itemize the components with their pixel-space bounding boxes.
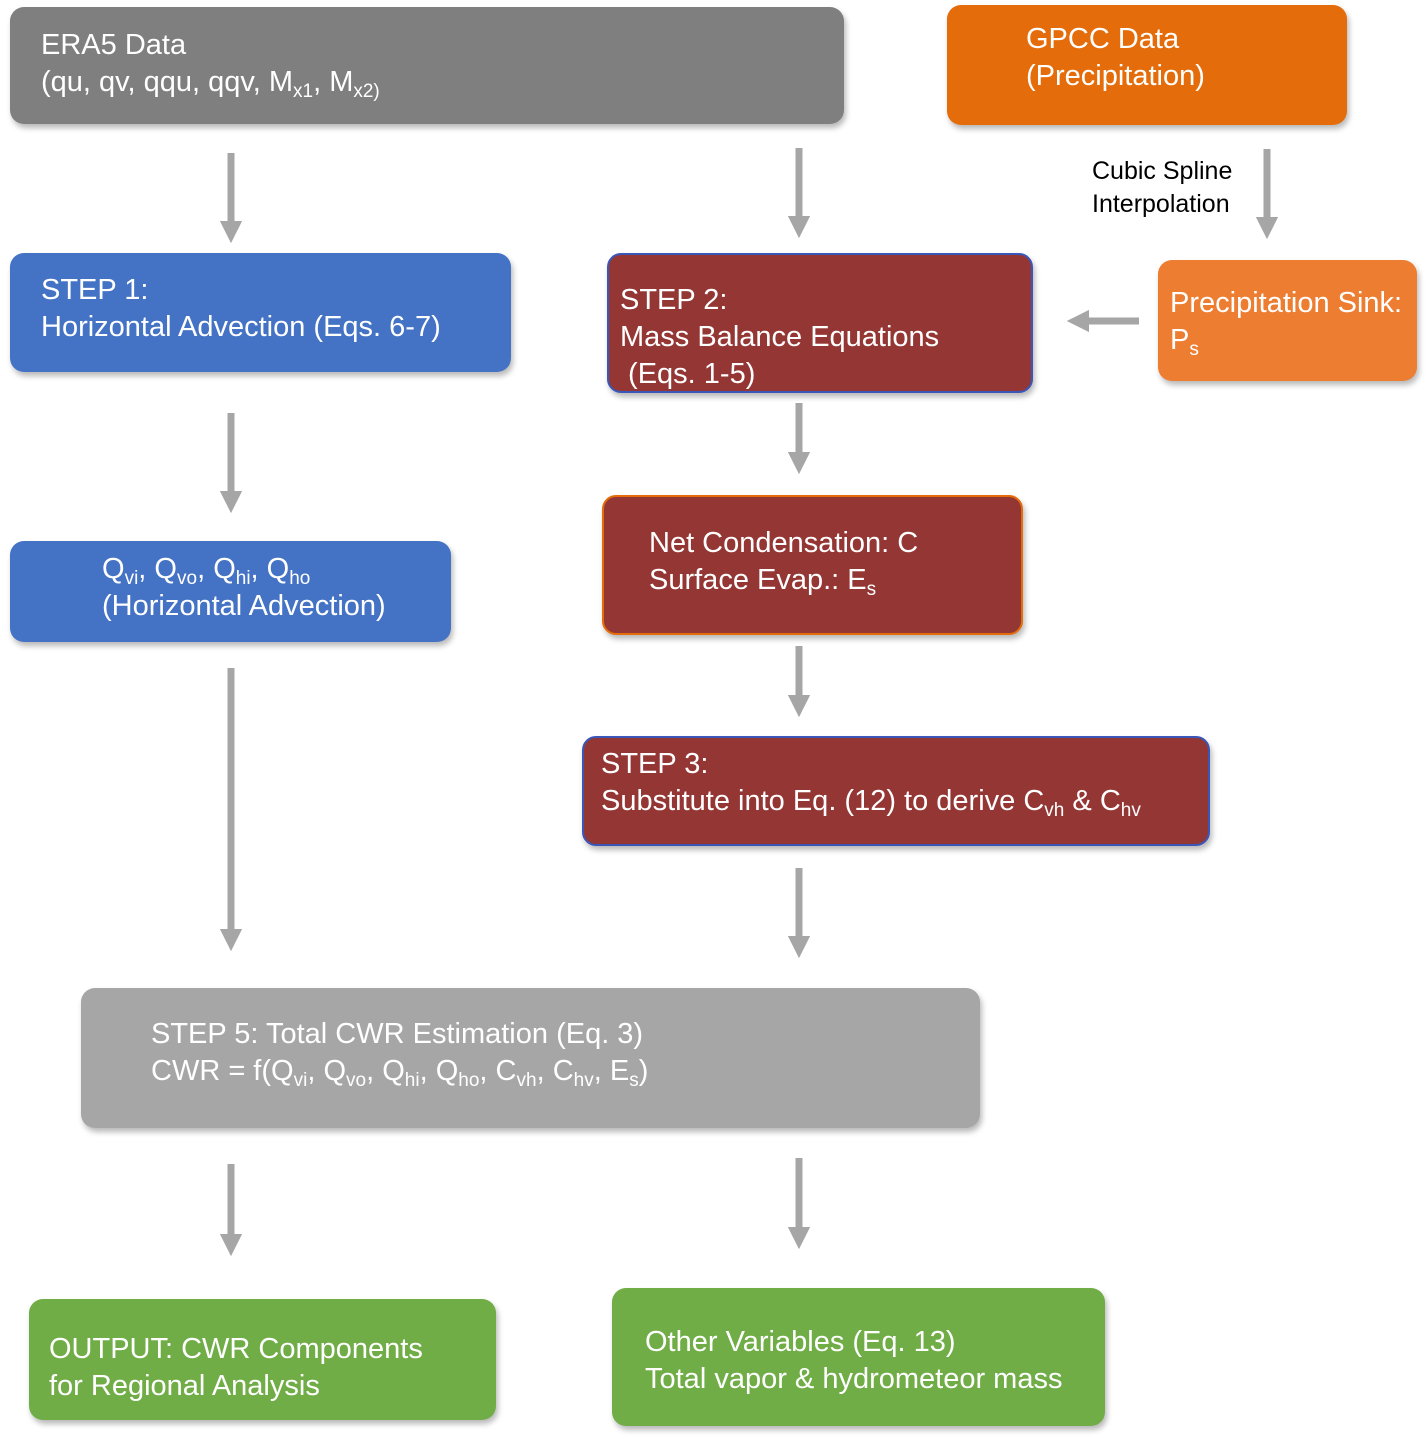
era5-title: ERA5 Data: [41, 29, 187, 61]
step3-text: Substitute into Eq. (12) to derive Cvh &…: [601, 785, 1141, 821]
other-variables-line2: Total vapor & hydrometeor mass: [645, 1363, 1063, 1395]
step1-text: Horizontal Advection (Eqs. 6-7): [41, 311, 441, 343]
condensation-box: Net Condensation: C Surface Evap.: Es: [602, 495, 1023, 635]
gpcc-data-box: GPCC Data (Precipitation): [947, 5, 1347, 125]
advection-terms-symbols: Qvi, Qvo, Qhi, Qho: [102, 553, 311, 589]
step3-box: STEP 3: Substitute into Eq. (12) to deri…: [582, 736, 1210, 846]
step2-box: STEP 2: Mass Balance Equations (Eqs. 1-5…: [607, 253, 1033, 393]
precipitation-sink-title: Precipitation Sink:: [1170, 287, 1403, 319]
advection-terms-caption: (Horizontal Advection): [102, 590, 386, 622]
output-line2: for Regional Analysis: [49, 1370, 320, 1402]
era5-data-box: ERA5 Data (qu, qv, qqu, qqv, Mx1, Mx2): [10, 7, 844, 124]
step2-line2: (Eqs. 1-5): [620, 358, 756, 390]
step5-title: STEP 5: Total CWR Estimation (Eq. 3): [151, 1018, 644, 1050]
precipitation-sink-symbol: Ps: [1170, 324, 1199, 360]
gpcc-title: GPCC Data: [1026, 23, 1180, 55]
step3-title: STEP 3:: [601, 748, 709, 780]
condensation-line2: Surface Evap.: Es: [649, 564, 877, 600]
step5-formula: CWR = f(Qvi, Qvo, Qhi, Qho, Cvh, Chv, Es…: [151, 1055, 649, 1091]
other-variables-box: Other Variables (Eq. 13) Total vapor & h…: [612, 1288, 1105, 1426]
precipitation-sink-box: Precipitation Sink: Ps: [1158, 260, 1417, 381]
output-line1: OUTPUT: CWR Components: [49, 1333, 423, 1365]
step1-box: STEP 1: Horizontal Advection (Eqs. 6-7): [10, 253, 511, 372]
condensation-line1: Net Condensation: C: [649, 527, 919, 559]
advection-terms-box: Qvi, Qvo, Qhi, Qho (Horizontal Advection…: [10, 541, 451, 642]
other-variables-line1: Other Variables (Eq. 13): [645, 1326, 956, 1358]
gpcc-subtitle: (Precipitation): [1026, 60, 1205, 92]
step2-line1: Mass Balance Equations: [620, 321, 940, 353]
era5-variables: (qu, qv, qqu, qqv, Mx1, Mx2): [41, 66, 380, 102]
output-box: OUTPUT: CWR Components for Regional Anal…: [29, 1299, 496, 1420]
step5-box: STEP 5: Total CWR Estimation (Eq. 3) CWR…: [81, 988, 980, 1128]
interpolation-label: Cubic Spline Interpolation: [1092, 157, 1233, 218]
step2-title: STEP 2:: [620, 284, 728, 316]
step1-title: STEP 1:: [41, 274, 149, 306]
